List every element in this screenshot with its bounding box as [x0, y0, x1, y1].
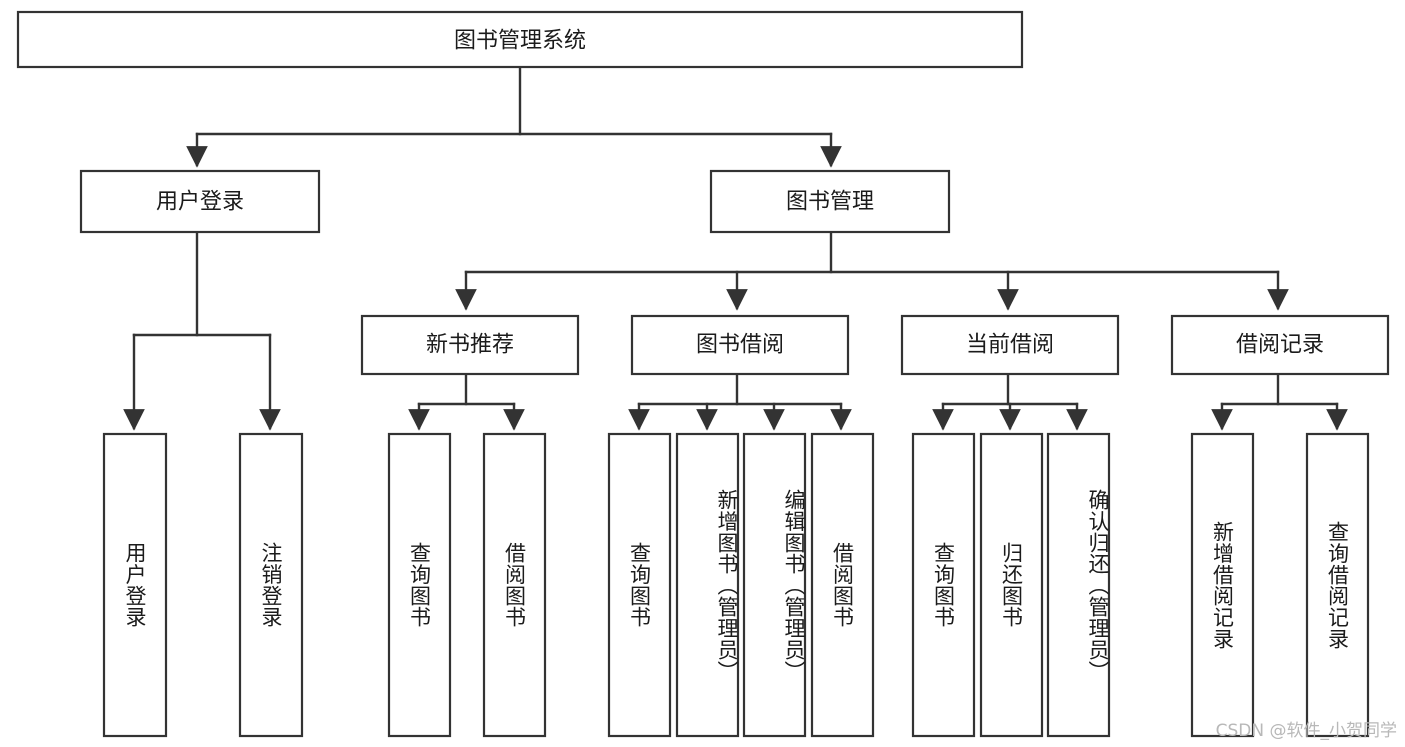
leaf-return-book-box[interactable]	[979, 432, 1044, 738]
node-borrow-record-label: 借阅记录	[1236, 333, 1324, 358]
leaf-query-book-2-box[interactable]	[607, 432, 672, 738]
leaf-add-record-box[interactable]	[1190, 432, 1255, 738]
node-book-manage-label: 图书管理	[786, 190, 874, 215]
node-book-borrow[interactable]: 图书借阅	[630, 314, 850, 376]
leaf-query-book-3-box[interactable]	[911, 432, 976, 738]
node-book-manage[interactable]: 图书管理	[709, 169, 951, 234]
connector-group-root	[186, 65, 842, 168]
leaf-query-record-box[interactable]	[1305, 432, 1370, 738]
node-book-manage-box[interactable]	[709, 169, 951, 234]
node-current-borrow-box[interactable]	[900, 314, 1120, 376]
node-root-label: 图书管理系统	[454, 29, 586, 54]
node-borrow-record-box[interactable]	[1170, 314, 1390, 376]
node-new-book-rec-label: 新书推荐	[426, 333, 514, 358]
leaf-logout-box[interactable]	[238, 432, 304, 738]
node-root-box[interactable]	[16, 10, 1024, 69]
node-current-borrow-label: 当前借阅	[966, 333, 1054, 358]
connector-group-book-manage	[455, 230, 1289, 311]
connector-group-borrow-record	[1211, 372, 1348, 431]
node-book-borrow-label: 图书借阅	[696, 333, 784, 358]
node-user-login[interactable]: 用户登录	[79, 169, 321, 234]
node-user-login-label: 用户登录	[156, 190, 244, 215]
node-user-login-box[interactable]	[79, 169, 321, 234]
connector-group-new-book-rec	[408, 372, 525, 431]
node-book-borrow-box[interactable]	[630, 314, 850, 376]
connector-group-user-login	[123, 230, 281, 431]
leaf-edit-book-box[interactable]	[742, 432, 807, 738]
leaf-boxes	[102, 432, 1370, 738]
leaf-borrow-book-2-box[interactable]	[810, 432, 875, 738]
node-root[interactable]: 图书管理系统	[16, 10, 1024, 69]
leaf-borrow-book-1-box[interactable]	[482, 432, 547, 738]
node-new-book-rec[interactable]: 新书推荐	[360, 314, 580, 376]
leaf-user-login-box[interactable]	[102, 432, 168, 738]
connector-group-book-borrow	[628, 372, 852, 431]
node-borrow-record[interactable]: 借阅记录	[1170, 314, 1390, 376]
node-current-borrow[interactable]: 当前借阅	[900, 314, 1120, 376]
leaf-add-book-box[interactable]	[675, 432, 740, 738]
node-new-book-rec-box[interactable]	[360, 314, 580, 376]
leaf-confirm-return-box[interactable]	[1046, 432, 1111, 738]
leaf-query-book-1-box[interactable]	[387, 432, 452, 738]
connector-group-current-borrow	[932, 372, 1088, 431]
